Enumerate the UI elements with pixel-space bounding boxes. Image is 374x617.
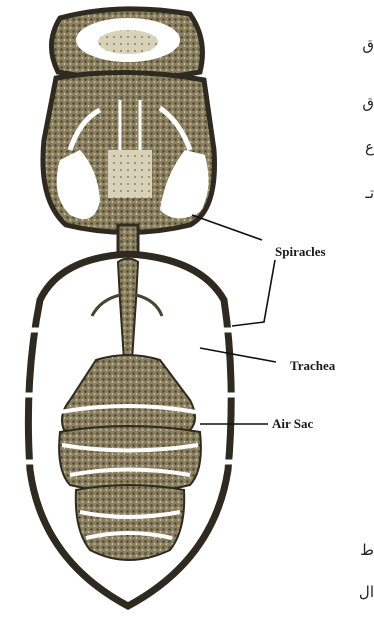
- spiracles-leader-lower: [232, 260, 275, 326]
- spiracles-label: Spiracles: [275, 244, 326, 260]
- arabic-fragment-3: ع: [365, 140, 374, 155]
- petiole: [118, 225, 138, 253]
- abdomen: [24, 254, 236, 606]
- head: [51, 9, 202, 79]
- thorax: [43, 72, 215, 232]
- air-sac-label: Air Sac: [272, 416, 313, 432]
- arabic-fragment-4: تـ: [365, 186, 374, 201]
- spiracles-leader-upper: [192, 215, 262, 240]
- arabic-fragment-5: ط: [360, 543, 374, 558]
- arabic-fragment-1: ق: [362, 38, 374, 53]
- arabic-fragment-6: ال: [359, 585, 374, 600]
- trachea-label: Trachea: [290, 358, 335, 374]
- arabic-fragment-2: ق: [362, 96, 374, 111]
